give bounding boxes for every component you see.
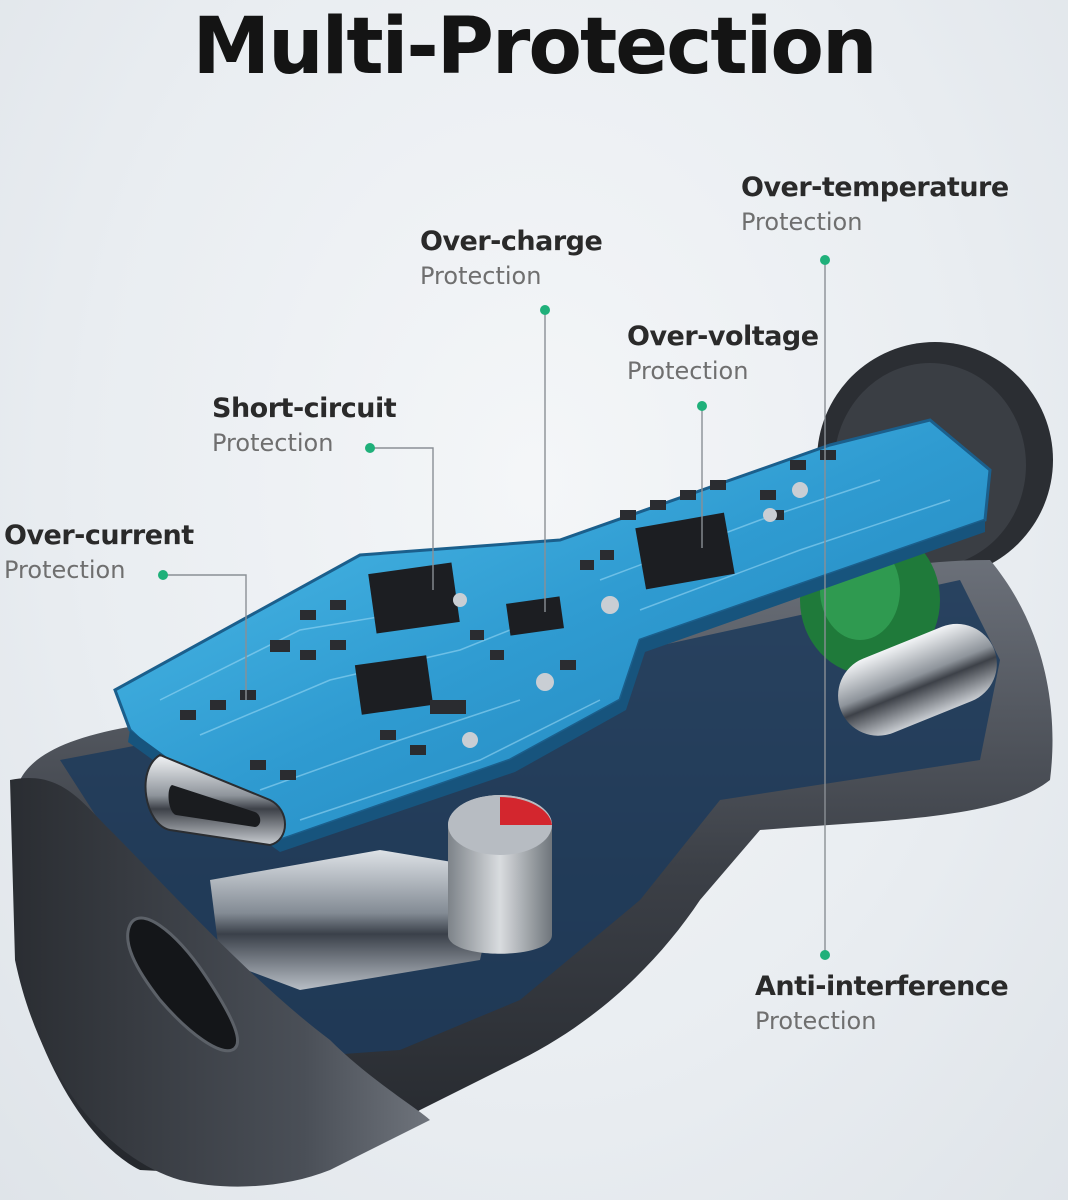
callout-lines bbox=[163, 260, 826, 955]
callout-heading: Over-current bbox=[4, 520, 194, 551]
solder-pads bbox=[453, 482, 808, 748]
page-title: Multi-Protection bbox=[192, 2, 877, 92]
callout-sub: Protection bbox=[212, 429, 334, 458]
callout-heading: Over-voltage bbox=[627, 321, 819, 352]
callout-heading: Over-temperature bbox=[741, 172, 1009, 203]
callout-sub: Protection bbox=[741, 208, 863, 237]
callout-sub: Protection bbox=[4, 556, 126, 585]
callout-over-voltage: Over-voltage Protection bbox=[627, 321, 819, 386]
callout-heading: Short-circuit bbox=[212, 393, 397, 424]
callout-over-current: Over-current Protection bbox=[4, 520, 194, 585]
callout-sub: Protection bbox=[755, 1007, 877, 1036]
callout-over-temperature: Over-temperature Protection bbox=[741, 172, 1009, 237]
smd-components bbox=[180, 450, 836, 780]
callout-sub: Protection bbox=[420, 262, 542, 291]
usb-port-module bbox=[210, 850, 500, 990]
callout-sub: Protection bbox=[627, 357, 749, 386]
front-face bbox=[10, 778, 430, 1187]
callout-heading: Anti-interference bbox=[755, 971, 1009, 1002]
callout-anti-interference: Anti-interference Protection bbox=[755, 971, 1009, 1036]
usb-c-bottom-port bbox=[126, 916, 240, 1053]
callout-dots bbox=[158, 255, 830, 960]
side-contact bbox=[838, 623, 997, 736]
callout-heading: Over-charge bbox=[420, 226, 603, 257]
ic-chips bbox=[354, 512, 735, 715]
callout-over-charge: Over-charge Protection bbox=[420, 226, 603, 291]
callout-short-circuit: Short-circuit Protection bbox=[212, 393, 397, 458]
